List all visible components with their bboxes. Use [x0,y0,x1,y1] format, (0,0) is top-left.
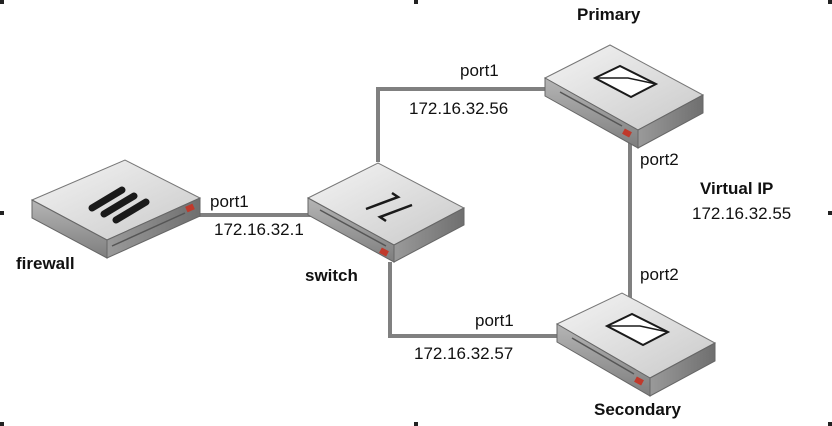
virtual-ip-title: Virtual IP [700,179,774,198]
envelope-icon [592,64,659,99]
secondary-ip-label: 172.16.32.57 [414,344,514,363]
firewall-port-label: port1 [210,192,249,211]
firewall-bars-icon [88,186,150,224]
corner-marker [828,211,832,215]
switch-arrows-icon [365,191,413,223]
switch-label: switch [305,266,358,285]
switch-device[interactable] [306,162,466,263]
primary-label: Primary [577,5,641,24]
corner-marker [828,422,832,426]
link-switch-primary [376,87,545,162]
primary-port2-label: port2 [640,150,679,169]
firewall-label: firewall [16,254,75,273]
corner-marker [0,211,4,215]
corner-marker [828,0,832,4]
secondary-port1-label: port1 [475,311,514,330]
secondary-device[interactable] [555,292,717,397]
envelope-icon [604,312,671,347]
corner-marker [0,422,4,426]
primary-ip-label: 172.16.32.56 [409,99,509,118]
secondary-label: Secondary [594,400,681,419]
primary-device[interactable] [543,44,705,149]
corner-marker [414,422,418,426]
corner-marker [414,0,418,4]
links [185,87,632,338]
secondary-port2-label: port2 [640,265,679,284]
firewall-device[interactable] [30,159,202,259]
link-switch-secondary [388,262,560,338]
corner-marker [0,0,4,4]
primary-port1-label: port1 [460,61,499,80]
virtual-ip-address: 172.16.32.55 [692,204,792,223]
firewall-ip-label: 172.16.32.1 [214,220,304,239]
